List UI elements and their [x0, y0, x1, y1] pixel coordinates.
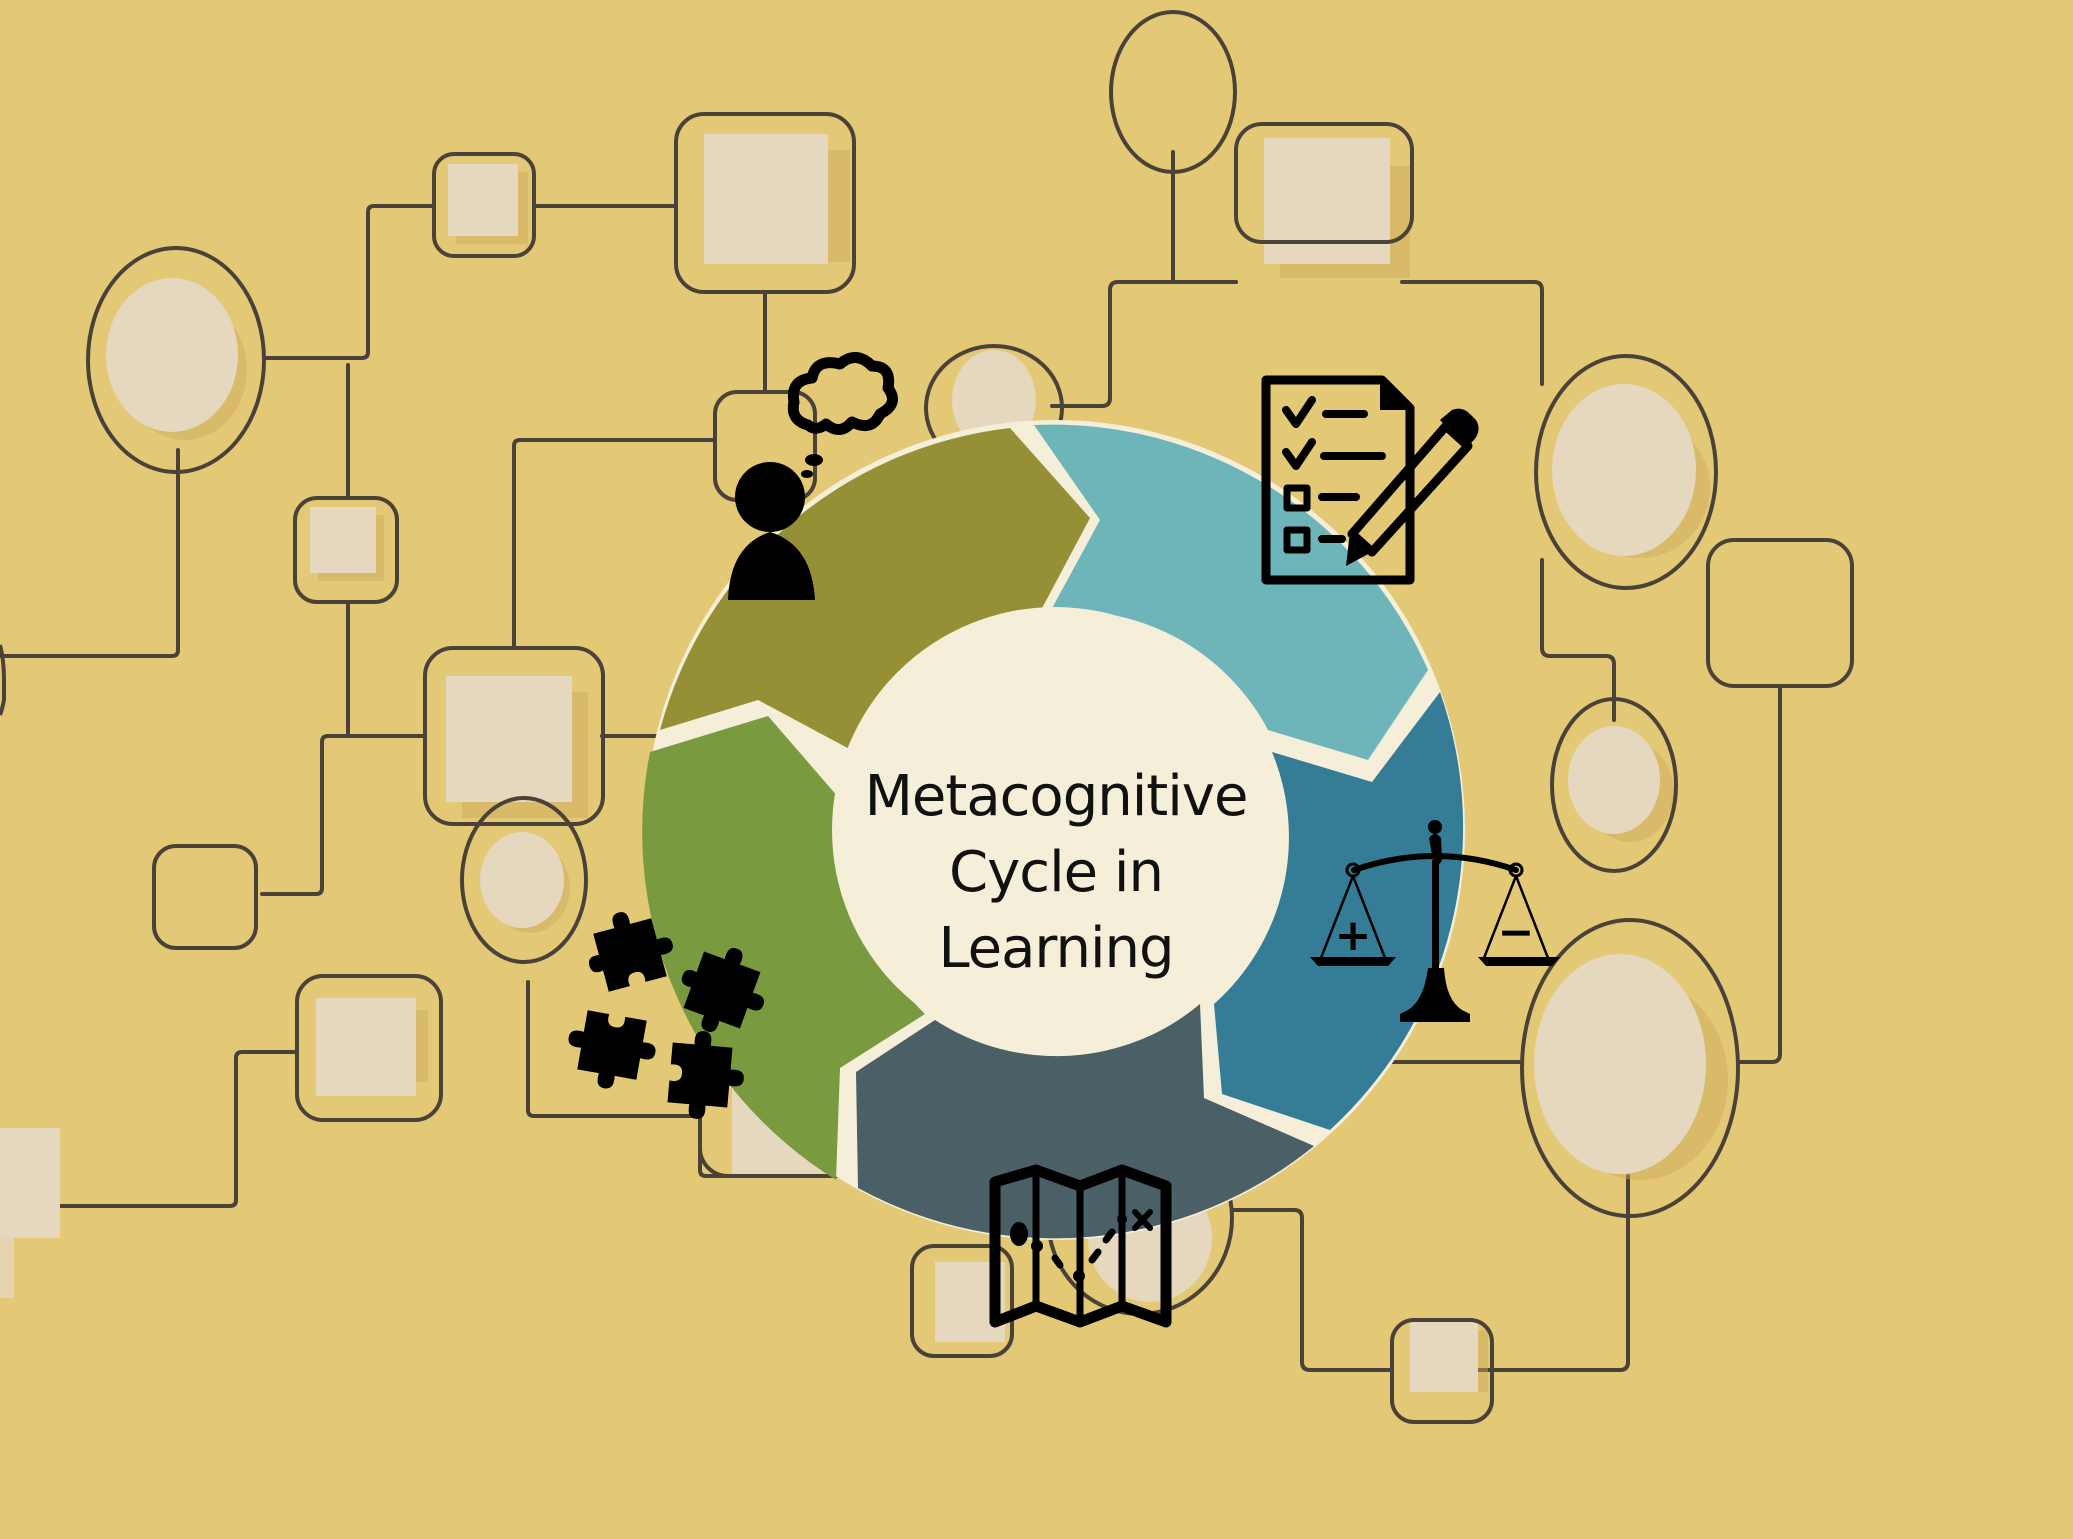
- balance-scale-icon: + −: [1310, 820, 1560, 1022]
- thinking-person-icon: [728, 352, 898, 600]
- title-line-3: Learning: [938, 916, 1173, 981]
- scale-minus-sign: −: [1498, 907, 1535, 958]
- title-line-1: Metacognitive: [865, 764, 1248, 829]
- slate-segment: [856, 1004, 1314, 1239]
- checklist-pencil-icon: [1261, 375, 1479, 585]
- cycle-title: Metacognitive Cycle in Learning: [865, 764, 1249, 981]
- network-wires: [0, 150, 1782, 1372]
- cycle-ring: [642, 420, 1465, 1240]
- puzzle-pieces-icon: [568, 912, 764, 1119]
- title-line-2: Cycle in: [949, 840, 1163, 905]
- scale-plus-sign: +: [1335, 910, 1372, 961]
- folded-map-icon: [989, 1164, 1172, 1328]
- center-hub: [832, 607, 1278, 1053]
- olive-segment: [660, 428, 1090, 760]
- teal-segment: [1034, 424, 1428, 760]
